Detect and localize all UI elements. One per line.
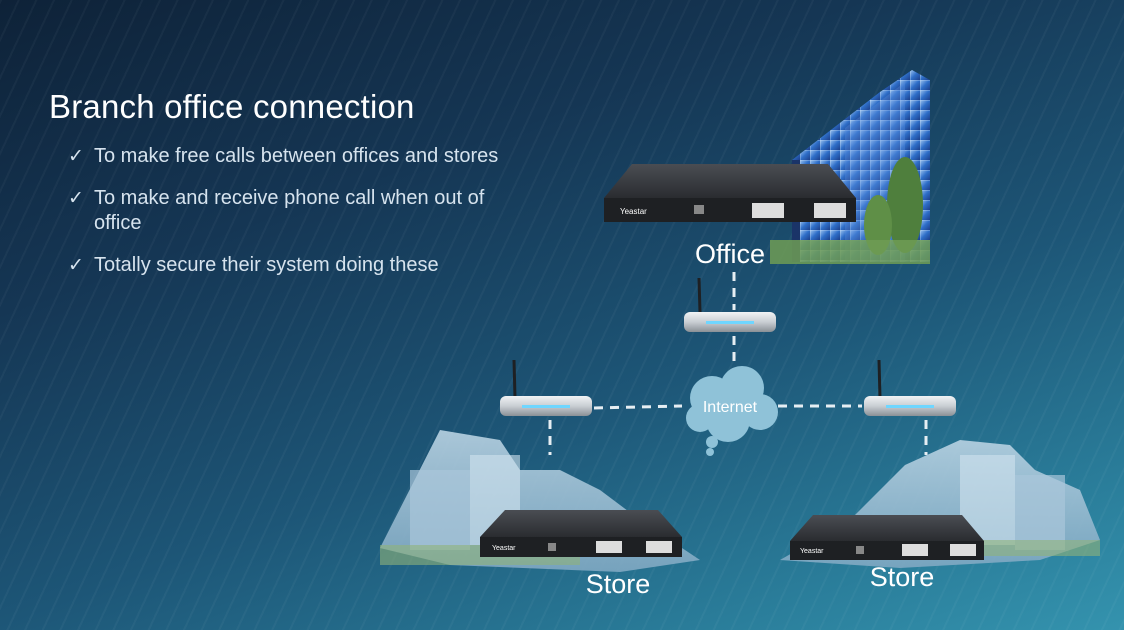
right-router-device [864,359,956,416]
bullet-item: ✓ To make free calls between offices and… [68,144,518,169]
left-router-device [500,359,592,416]
left-store-pbx-device: Yeastar [480,510,682,557]
check-icon: ✓ [68,255,84,276]
check-icon: ✓ [68,146,84,167]
internet-cloud-icon [686,366,778,456]
office-label: Office [695,239,765,269]
office-pbx-brand: Yeastar [620,207,647,216]
office-building-image [770,70,930,264]
bullet-list: ✓ To make free calls between offices and… [68,144,518,295]
right-pbx-brand: Yeastar [800,548,824,555]
office-router-device [684,277,776,332]
left-pbx-brand: Yeastar [492,545,516,552]
bullet-text: To make free calls between offices and s… [94,145,499,167]
bullet-item: ✓ To make and receive phone call when ou… [68,186,518,236]
network-links [548,272,928,455]
check-icon: ✓ [68,188,84,209]
right-store-label: Store [870,562,935,592]
bullet-text: Totally secure their system doing these [94,254,439,276]
left-store-label: Store [586,569,651,599]
internet-label: Internet [703,399,758,416]
slide-title: Branch office connection [49,88,415,125]
right-store-pbx-device: Yeastar [790,515,984,560]
bullet-item: ✓ Totally secure their system doing thes… [68,253,518,278]
office-pbx-device: Yeastar [604,164,856,222]
bullet-text: To make and receive phone call when out … [94,187,485,234]
